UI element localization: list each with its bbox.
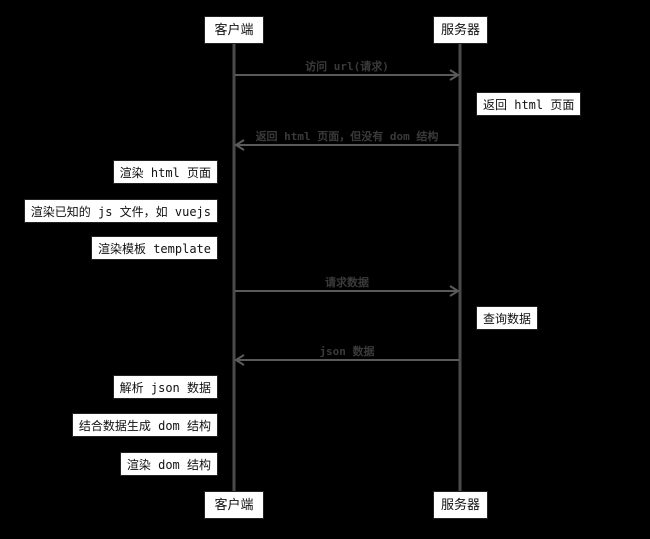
note-server-return-html: 返回 html 页面 [476,92,582,116]
note-query-data: 查询数据 [476,306,539,330]
note-render-html: 渲染 html 页面 [112,160,218,184]
note-render-template: 渲染模板 template [90,236,218,260]
message-arrow-3-head [449,285,460,297]
note-build-dom: 结合数据生成 dom 结构 [71,413,218,437]
participant-client-top: 客户端 [204,16,264,44]
message-arrow-4-head [234,354,245,366]
participant-server-bottom: 服务器 [433,491,488,519]
note-parse-json: 解析 json 数据 [112,375,218,399]
message-arrow-2-head [234,139,245,151]
message-label-2: 返回 html 页面，但没有 dom 结构 [255,130,439,143]
message-arrow-1-head [449,69,460,81]
note-render-js: 渲染已知的 js 文件，如 vuejs [23,199,218,223]
participant-server-top: 服务器 [433,16,488,44]
message-label-1: 访问 url(请求) [305,60,389,73]
message-label-4: json 数据 [319,345,375,358]
note-render-dom: 渲染 dom 结构 [119,452,218,476]
message-label-3: 请求数据 [325,276,369,289]
participant-client-bottom: 客户端 [204,491,264,519]
